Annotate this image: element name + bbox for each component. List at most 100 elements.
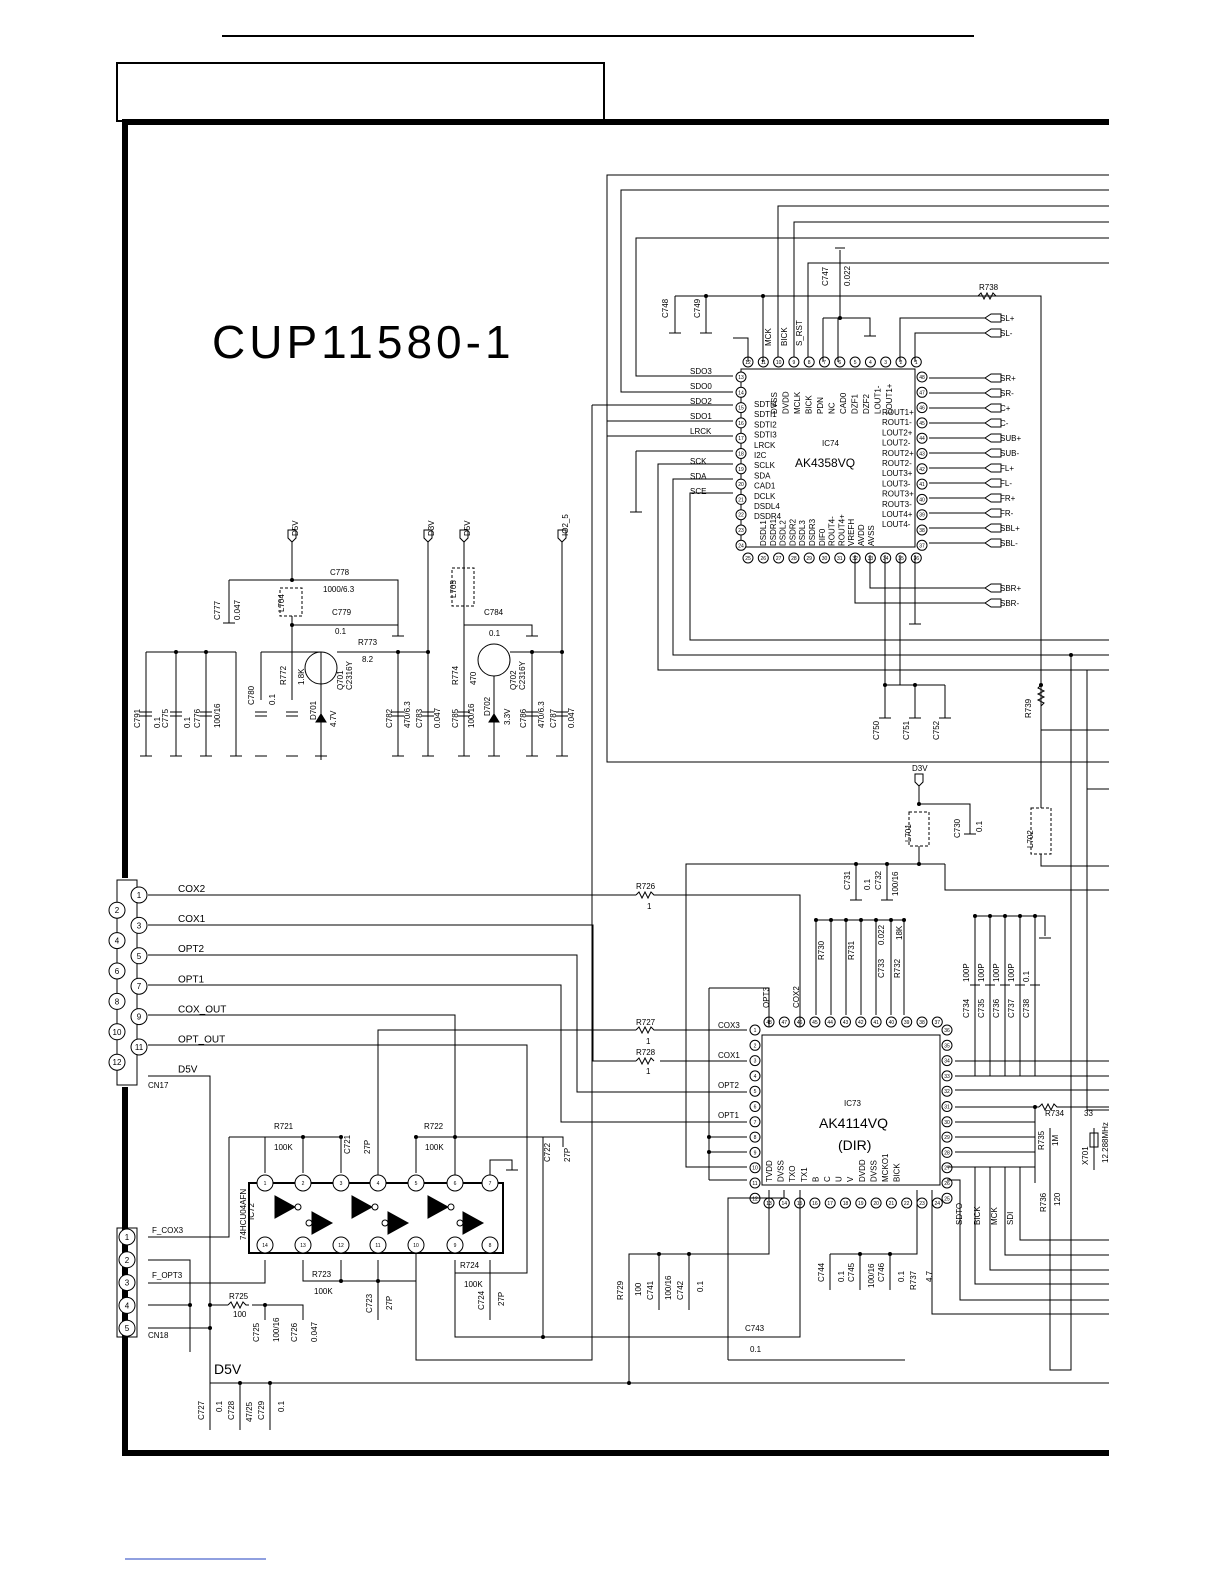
svg-text:BICK: BICK: [780, 327, 789, 346]
svg-text:27P: 27P: [363, 1140, 372, 1154]
ic74-pin-bottom: [819, 552, 830, 564]
svg-text:Q701: Q701: [336, 670, 345, 690]
ic74-pin-left: [735, 509, 747, 521]
svg-text:1: 1: [647, 902, 652, 911]
svg-text:IC72: IC72: [247, 1203, 256, 1220]
ic72-pin-bottom-number: 9: [454, 1243, 457, 1249]
ic74-pin-top: [880, 356, 892, 368]
ic74-pin-right: [916, 432, 928, 444]
ic74-bottom-pin-name: DIF0: [818, 528, 827, 546]
ic73-pin-top-number: 47: [782, 1020, 788, 1026]
svg-text:100K: 100K: [314, 1287, 333, 1296]
svg-text:C728: C728: [227, 1400, 236, 1420]
ic72-pin-bottom: [446, 1236, 464, 1254]
ic73-pin-left: [749, 1146, 761, 1158]
ic73-pin-left-number: 2: [754, 1043, 757, 1049]
cn17-pin-number: 9: [137, 1013, 142, 1022]
ic74-pin-top-number: 10: [776, 360, 782, 366]
ic74-pin-right-number: 39: [919, 513, 925, 519]
svg-text:100/16: 100/16: [213, 703, 222, 728]
ic72-pin-top-number: 7: [489, 1181, 492, 1187]
ic73-bottom-pin-name: B: [811, 1177, 820, 1182]
ic74-bottom-pin-name: DSDL1: [759, 520, 768, 546]
ic73-bottom-pin-name: TVDD: [765, 1160, 774, 1182]
svg-text:R735: R735: [1037, 1130, 1046, 1150]
ic74-top-pin-name: DZF2: [862, 393, 871, 414]
output-flag: [984, 583, 1002, 593]
ic73-left-signal: COX3: [718, 1021, 740, 1030]
svg-text:R736: R736: [1039, 1192, 1048, 1212]
svg-text:0.1: 0.1: [897, 1270, 906, 1282]
svg-text:C744: C744: [817, 1262, 826, 1282]
output-flag: [984, 313, 1002, 323]
ic72-pin-top-number: 3: [340, 1181, 343, 1187]
ic74-top-pin-name: LOUT1+: [885, 383, 894, 414]
svg-text:C726: C726: [290, 1322, 299, 1342]
svg-text:C736: C736: [992, 998, 1001, 1018]
ic73-pin-top: [870, 1016, 882, 1028]
ic73-pin-top-number: 44: [827, 1020, 833, 1026]
output-flag: [984, 433, 1002, 443]
ic74-signal-label: LRCK: [690, 427, 712, 436]
ic74-pin-bottom: [834, 552, 846, 564]
svg-text:R724: R724: [460, 1261, 480, 1270]
ic74-pin-right-number: 40: [919, 497, 925, 503]
ic74-pin-top-number: 8: [808, 360, 811, 366]
ic73-body: [761, 1034, 941, 1186]
output-label: SBL-: [1000, 539, 1018, 548]
svg-text:C776: C776: [193, 708, 202, 728]
svg-text:0.1: 0.1: [837, 1270, 846, 1282]
ic74-pin-top-number: 3: [884, 360, 887, 366]
ic74-pin-right: [916, 524, 928, 536]
ic74-top-pin-name: DVDD: [782, 391, 791, 414]
svg-text:27P: 27P: [385, 1296, 394, 1310]
svg-text:R728: R728: [636, 1048, 656, 1057]
ic73-bottom-pin-name: DVSS: [777, 1160, 786, 1182]
ic74-pin-bottom-number: 36: [914, 556, 920, 562]
ic73-pin-bottom-number: 16: [812, 1201, 818, 1207]
ic74-pin-bottom-number: 29: [806, 556, 812, 562]
inverter-gate: [427, 1195, 450, 1219]
ic73-pin-bottom-number: 20: [873, 1201, 879, 1207]
ic74-pin-bottom: [788, 552, 800, 564]
output-label: FL-: [1000, 479, 1012, 488]
ic72-pin-top: [446, 1174, 464, 1192]
output-label: C+: [1000, 404, 1011, 413]
svg-text:AK4114VQ: AK4114VQ: [819, 1115, 888, 1131]
ic73-pin-left: [749, 1101, 761, 1112]
svg-text:1M: 1M: [1051, 1135, 1060, 1146]
ic74-pin-right: [916, 371, 928, 383]
svg-text:S_RST: S_RST: [795, 320, 804, 346]
output-flag: [984, 538, 1002, 548]
ic74-pin-bottom-number: 25: [745, 556, 751, 562]
ic74-pin-right-number: 47: [919, 390, 925, 396]
ic74-left-pin-name: SDA: [754, 471, 771, 480]
ic72-pin-top-number: 4: [377, 1181, 380, 1187]
svg-text:CN17: CN17: [148, 1081, 169, 1090]
output-label: SBR+: [1000, 584, 1021, 593]
ic74-pin-right: [916, 448, 928, 459]
ic74-signal-label: SDA: [690, 472, 707, 481]
cn17-pin-number: 1: [137, 891, 142, 900]
ic73-pin-left-number: 6: [754, 1105, 757, 1111]
ic74-pin-bottom-number: 33: [868, 556, 874, 562]
ic74-top-pin-name: LOUT1-: [874, 385, 883, 414]
svg-text:L705: L705: [449, 580, 458, 598]
ic74-pin-bottom-number: 34: [883, 556, 889, 562]
ic74-pin-left-number: 16: [738, 421, 744, 427]
ic74-right-pin-name: ROUT1-: [882, 418, 912, 427]
ic73-pin-left: [749, 1024, 761, 1036]
output-label: SBL+: [1000, 524, 1020, 533]
svg-text:C734: C734: [962, 998, 971, 1018]
ic73-pin-top: [885, 1016, 897, 1028]
svg-text:C749: C749: [693, 298, 702, 318]
ic73-pin-right: [941, 1055, 953, 1067]
ic74-pin-top-number: 9: [793, 360, 796, 366]
ic74-bottom-pin-name: ROUT4-: [828, 516, 837, 546]
cn17-pin: [108, 962, 126, 980]
ic72-pin-bottom-number: 12: [338, 1243, 344, 1249]
cn17-pin-number: 7: [137, 982, 142, 991]
ic74-bottom-pin-name: DSDR2: [788, 518, 797, 546]
ic73-left-signal: OPT2: [718, 1081, 739, 1090]
ic74-top-pin-name: DVSS: [770, 392, 779, 414]
